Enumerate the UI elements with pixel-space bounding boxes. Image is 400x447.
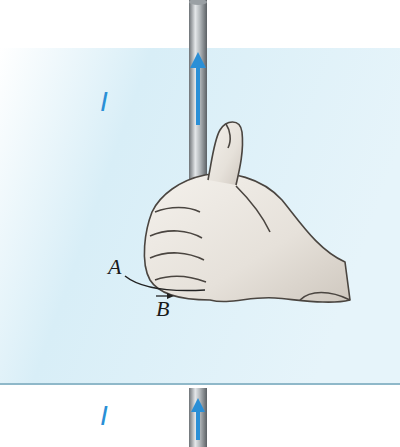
current-arrowhead bbox=[191, 398, 205, 412]
current-arrow bbox=[196, 408, 200, 440]
field-line bbox=[125, 276, 205, 290]
plane-edge bbox=[0, 383, 400, 385]
point-label: A bbox=[108, 256, 121, 278]
current-arrow bbox=[196, 65, 200, 125]
wire bbox=[189, 388, 207, 447]
current-label: I bbox=[100, 402, 108, 430]
plane bbox=[0, 48, 400, 384]
hand bbox=[144, 122, 350, 302]
wire-end bbox=[189, 0, 207, 5]
current-label: I bbox=[100, 88, 108, 116]
field-vector-label: B bbox=[156, 298, 169, 320]
current-arrowhead bbox=[190, 52, 206, 68]
